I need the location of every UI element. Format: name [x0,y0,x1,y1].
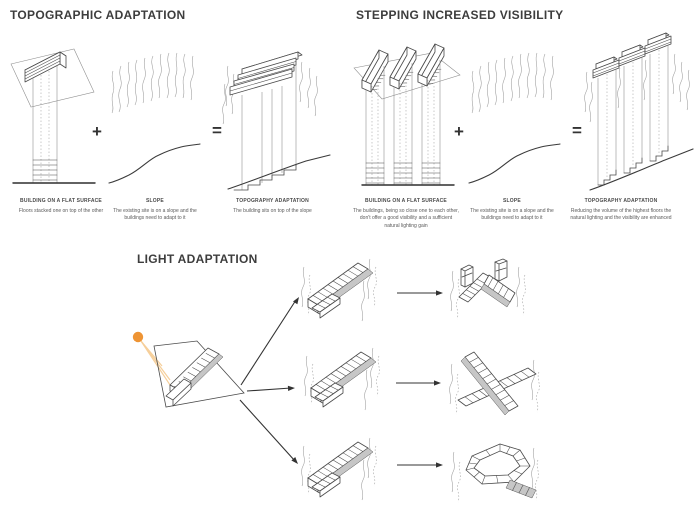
diagram-caption: TOPOGRAPHY ADAPTATION Reducing the volum… [566,198,676,223]
loop-building-variant [452,444,539,502]
stepped-towers-diagram [584,32,694,191]
caption-text: Floors stacked one on top of the other [18,208,104,214]
cross-building-variant [450,352,540,415]
bent-building-variant [451,259,526,319]
equals-operator: = [212,121,222,140]
diagram-caption: BUILDING ON A FLAT SURFACE The buildings… [352,198,460,230]
three-towers-flat-diagram [353,43,461,186]
caption-label: TOPOGRAPHY ADAPTATION [584,198,658,204]
slope-diagram [108,52,201,184]
site-plane [153,340,245,408]
caption-text: The existing site is on a slope and the … [470,208,554,222]
base-steps [233,164,297,191]
projection-shaft [32,66,58,183]
caption-label: TOPOGRAPHY ADAPTATION [236,198,309,204]
slope-profile [589,148,694,191]
slope-profile [227,154,331,190]
topography-adaptation-diagram [222,51,331,191]
section-title: STEPPING INCREASED VISIBILITY [356,8,564,22]
building-body [241,65,297,190]
sun-icon [132,331,177,395]
diagram-caption: BUILDING ON A FLAT SURFACE Floors stacke… [5,198,117,215]
slope-diagram [468,52,561,184]
equals-operator: = [572,121,582,140]
plus-operator: + [454,122,464,141]
stepped-building-option [305,348,380,410]
caption-label: BUILDING ON A FLAT SURFACE [365,198,447,204]
stacked-floors [365,162,441,184]
arrow [240,299,297,386]
site-plane [10,48,95,108]
slope-profile [468,143,561,184]
caption-text: The existing site is on a slope and the … [113,208,197,222]
stepped-building-option [302,259,377,321]
caption-text: Reducing the volume of the highest floor… [570,208,672,222]
caption-label: SLOPE [503,198,521,204]
light-adaptation-diagram [132,248,560,518]
branch-arrows [239,297,299,464]
caption-text: The buildings, being so close one to eac… [353,208,459,229]
projection-shafts [365,60,441,185]
diagram-caption: SLOPE The existing site is on a slope an… [460,198,564,223]
transform-arrows [396,290,443,468]
source-building [165,347,224,407]
flat-surface-building-diagram [10,48,96,184]
stacked-floors [32,159,58,181]
stepped-towers [592,32,672,186]
tower-bars [361,43,445,93]
diagram-caption: SLOPE The existing site is on a slope an… [103,198,207,223]
caption-label: SLOPE [146,198,164,204]
caption-label: BUILDING ON A FLAT SURFACE [20,198,102,204]
contour-lines [471,52,554,114]
slope-profile [108,143,201,184]
caption-text: The building sits on top of the slope [233,208,312,214]
diagram-caption: TOPOGRAPHY ADAPTATION The building sits … [215,198,330,215]
section-title: LIGHT ADAPTATION [137,252,258,266]
building-bar [24,51,67,83]
section-title: TOPOGRAPHIC ADAPTATION [10,8,186,22]
arrow [239,399,296,462]
contour-lines [111,52,194,114]
plus-operator: + [92,122,102,141]
stepped-roof-slabs [229,51,303,96]
stepped-building-option [302,438,377,500]
arrow [246,387,292,392]
